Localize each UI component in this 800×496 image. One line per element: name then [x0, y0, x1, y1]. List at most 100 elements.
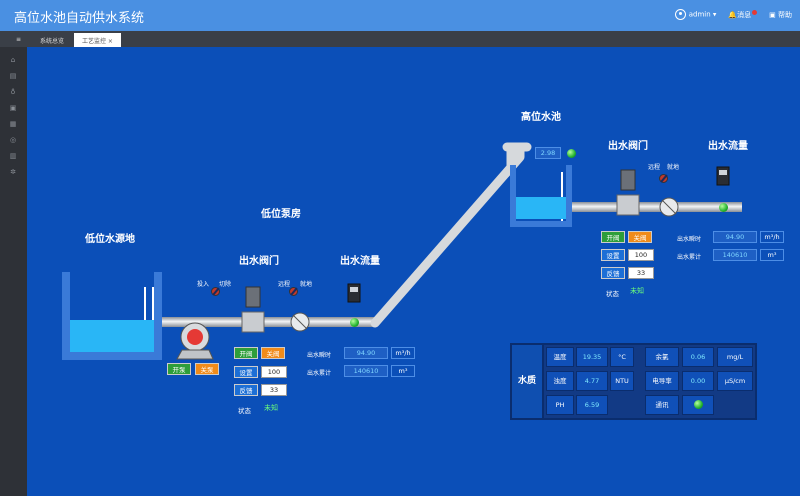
help-icon: ▣: [769, 10, 776, 19]
home-icon[interactable]: ⌂: [10, 56, 16, 64]
temp-label: 温度: [546, 347, 574, 367]
riser-pipe: [370, 152, 525, 328]
low-flow-title: 出水流量: [340, 256, 380, 267]
high-level-led: [567, 149, 576, 158]
header-actions: admin ▾ 🔔消息 ▣ 帮助: [674, 9, 792, 20]
scada-canvas: 低位水源地 低位泵房 出水阀门 出水流量 高位水池 出水阀门 出水流量 投入 切…: [27, 47, 800, 496]
low-flow-led: [350, 318, 359, 327]
high-total-value: 140610: [713, 249, 757, 261]
help-button[interactable]: ▣ 帮助: [769, 10, 792, 19]
pump-room-title: 低位泵房: [261, 209, 301, 220]
high-set-label: 设置: [601, 249, 625, 261]
low-set-label: 设置: [234, 366, 258, 378]
high-actuator: [620, 169, 636, 191]
low-total-unit: m³: [391, 365, 415, 377]
high-valve-mode-switch-icon[interactable]: [659, 174, 668, 183]
high-close-valve-button[interactable]: 关阀: [628, 231, 652, 243]
temp-value: 19.35: [576, 347, 608, 367]
high-valve-remote-label: 远程: [648, 164, 661, 171]
high-status-label: 状态: [606, 290, 619, 298]
high-pool: [510, 165, 572, 227]
bell-icon: 🔔: [728, 10, 738, 19]
low-valve-body: [241, 311, 265, 333]
turbidity-unit: NTU: [610, 371, 634, 391]
image-icon[interactable]: ▦: [9, 120, 17, 128]
low-feedback-label: 反馈: [234, 384, 258, 396]
tab-overview[interactable]: 系统总览: [40, 38, 65, 45]
chlorine-value: 0.06: [682, 347, 714, 367]
conductivity-unit: μS/cm: [717, 371, 753, 391]
chlorine-unit: mg/L: [717, 347, 753, 367]
high-status-value: 未知: [630, 287, 644, 295]
high-total-label: 出水累计: [677, 254, 702, 261]
high-open-valve-button[interactable]: 开阀: [601, 231, 625, 243]
temp-unit: °C: [610, 347, 634, 367]
pipe-network: [144, 142, 742, 360]
high-pipe: [552, 202, 742, 212]
low-valve-mode-switch-icon[interactable]: [289, 287, 298, 296]
low-set-input[interactable]: 100: [261, 366, 287, 378]
low-feedback-value: 33: [261, 384, 287, 396]
pump-mode-in-label: 投入: [197, 281, 210, 288]
pump-impeller: [187, 329, 203, 345]
menu-toggle-icon[interactable]: ≡: [16, 36, 22, 43]
low-valve-remote-label: 远程: [278, 281, 291, 288]
low-status-label: 状态: [238, 407, 251, 415]
stop-pump-button[interactable]: 关泵: [195, 363, 219, 375]
comm-label: 通讯: [645, 395, 679, 415]
chart-icon[interactable]: ▥: [9, 152, 17, 160]
high-feedback-label: 反馈: [601, 267, 625, 279]
tab-bar: ≡ 系统总览 工艺监控 ×: [0, 31, 800, 47]
high-pool-water: [516, 197, 566, 219]
low-total-label: 出水累计: [307, 370, 332, 377]
high-total-unit: m³: [760, 249, 784, 261]
gear-icon[interactable]: ✲: [10, 168, 16, 176]
comm-status-led: [694, 400, 703, 409]
user-menu[interactable]: admin ▾: [674, 9, 716, 20]
high-flow-led: [719, 203, 728, 212]
high-level-readout: 2.98: [535, 147, 561, 159]
low-pipe: [157, 317, 377, 327]
low-close-valve-button[interactable]: 关阀: [261, 347, 285, 359]
low-pool-title: 低位水源地: [85, 234, 135, 245]
comm-status-cell: [682, 395, 714, 415]
high-set-input[interactable]: 100: [628, 249, 654, 261]
low-total-value: 140610: [344, 365, 388, 377]
ph-value: 6.59: [576, 395, 608, 415]
ph-label: PH: [546, 395, 574, 415]
high-inst-value: 94.90: [713, 231, 757, 243]
low-inst-label: 出水瞬时: [307, 352, 332, 359]
tab-process[interactable]: 工艺监控 ×: [74, 33, 121, 47]
low-valve-title: 出水阀门: [239, 256, 279, 267]
high-feedback-value: 33: [628, 267, 654, 279]
turbidity-value: 4.77: [576, 371, 608, 391]
start-pump-button[interactable]: 开泵: [167, 363, 191, 375]
low-valve-local-label: 就地: [300, 281, 313, 288]
conductivity-label: 电导率: [645, 371, 679, 391]
high-valve-body: [616, 194, 640, 216]
title-bar: 高位水池自动供水系统 admin ▾ 🔔消息 ▣ 帮助: [0, 0, 800, 31]
turbidity-label: 浊度: [546, 371, 574, 391]
high-valve-local-label: 就地: [667, 164, 680, 171]
avatar-icon: [674, 9, 686, 20]
low-pool-water: [70, 320, 154, 352]
unread-badge: [752, 9, 758, 15]
high-pool-title: 高位水池: [521, 112, 561, 123]
doc-icon[interactable]: ▤: [9, 72, 17, 80]
messages-button[interactable]: 🔔消息: [728, 9, 758, 20]
high-valve-title: 出水阀门: [608, 141, 648, 152]
low-open-valve-button[interactable]: 开阀: [234, 347, 258, 359]
water-quality-title: 水质: [512, 345, 544, 418]
low-actuator: [245, 286, 261, 308]
pump-mode-cut-label: 切除: [219, 281, 232, 288]
app-title: 高位水池自动供水系统: [14, 11, 145, 26]
camera-icon[interactable]: ▣: [9, 104, 17, 112]
bulb-icon[interactable]: ♁: [10, 88, 16, 96]
high-flowmeter: [716, 166, 730, 186]
sidebar: ⌂ ▤ ♁ ▣ ▦ ◎ ▥ ✲: [0, 47, 27, 496]
settings-icon[interactable]: ◎: [9, 136, 17, 144]
pump-mode-switch-icon[interactable]: [211, 287, 220, 296]
low-inst-value: 94.90: [344, 347, 388, 359]
low-status-value: 未知: [264, 404, 278, 412]
